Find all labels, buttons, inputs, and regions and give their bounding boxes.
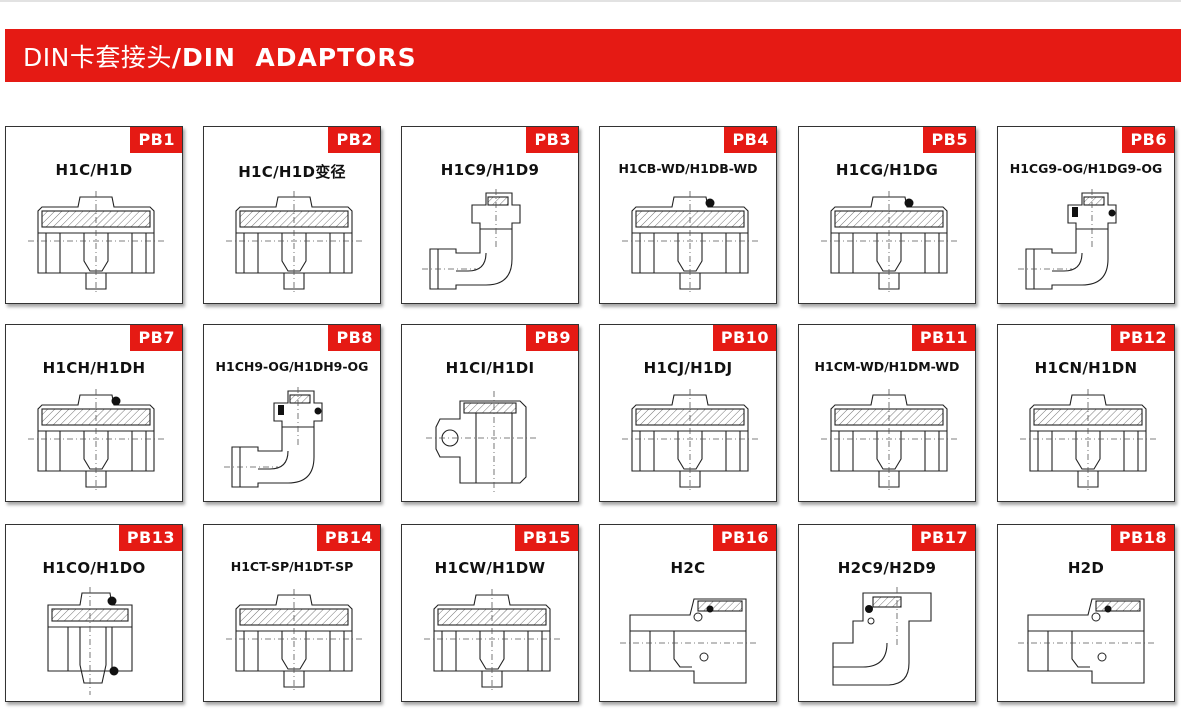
product-badge: PB11 [911, 325, 975, 351]
product-code: H1CB-WD/H1DB-WD [618, 161, 758, 176]
straight-adaptor-drawing [20, 189, 170, 297]
elbow-oring-adaptor-drawing [218, 387, 368, 495]
product-code: H1C/H1D [55, 161, 133, 179]
product-badge: PB2 [328, 127, 380, 153]
section-title: DIN卡套接头/DIN ADAPTORS [5, 38, 417, 74]
product-code: H2D [1067, 559, 1105, 577]
top-divider [0, 0, 1181, 2]
product-code: H1C/H1D变径 [238, 163, 346, 181]
product-badge: PB14 [316, 525, 380, 551]
product-badge: PB5 [923, 127, 975, 153]
product-badge: PB12 [1110, 325, 1174, 351]
banjo-adaptor-drawing [416, 387, 566, 495]
section-title-cn: DIN卡套接头 [23, 42, 172, 72]
product-code: H1CH/H1DH [42, 359, 146, 377]
product-badge: PB17 [911, 525, 975, 551]
product-badge: PB9 [526, 325, 578, 351]
product-badge: PB8 [328, 325, 380, 351]
product-code: H1CG9-OG/H1DG9-OG [1009, 161, 1163, 176]
product-badge: PB3 [526, 127, 578, 153]
straight-adaptor-drawing [813, 387, 963, 495]
product-code: H1CW/H1DW [434, 559, 546, 577]
oring-face-adaptor-drawing [20, 587, 170, 695]
straight-oring-adaptor-drawing [813, 189, 963, 297]
straight-oring-adaptor-drawing [614, 189, 764, 297]
product-badge: PB18 [1110, 525, 1174, 551]
product-code: H2C [670, 559, 706, 577]
section-title-en: DIN ADAPTORS [181, 42, 417, 72]
product-code: H1CO/H1DO [42, 559, 146, 577]
product-badge: PB13 [118, 525, 182, 551]
section-title-separator: / [171, 42, 182, 72]
elbow-oring-adaptor-drawing [1012, 189, 1162, 297]
straight-adaptor-drawing [1012, 387, 1162, 495]
product-code: H2C9/H2D9 [837, 559, 937, 577]
straight-adaptor-drawing [218, 587, 368, 695]
product-code: H1CG/H1DG [835, 161, 939, 179]
product-code: H1C9/H1D9 [440, 161, 540, 179]
product-badge: PB1 [130, 127, 182, 153]
swivel-adaptor-drawing [614, 587, 764, 695]
product-badge: PB7 [130, 325, 182, 351]
straight-oring-adaptor-drawing [20, 387, 170, 495]
swivel-elbow-adaptor-drawing [813, 587, 963, 695]
product-code: H1CI/H1DI [445, 359, 535, 377]
straight-adaptor-drawing [614, 387, 764, 495]
section-banner: DIN卡套接头/DIN ADAPTORS [5, 29, 1181, 82]
product-code: H1CT-SP/H1DT-SP [230, 559, 354, 574]
product-code: H1CM-WD/H1DM-WD [814, 359, 960, 374]
product-badge: PB10 [712, 325, 776, 351]
product-badge: PB4 [724, 127, 776, 153]
reducing-adaptor-drawing [218, 189, 368, 297]
product-code: H1CH9-OG/H1DH9-OG [215, 359, 369, 374]
swivel-adaptor-drawing [1012, 587, 1162, 695]
elbow-adaptor-drawing [416, 189, 566, 297]
product-code: H1CJ/H1DJ [643, 359, 733, 377]
product-code: H1CN/H1DN [1034, 359, 1138, 377]
product-badge: PB15 [514, 525, 578, 551]
straight-adaptor-drawing [416, 587, 566, 695]
product-badge: PB16 [712, 525, 776, 551]
product-badge: PB6 [1122, 127, 1174, 153]
